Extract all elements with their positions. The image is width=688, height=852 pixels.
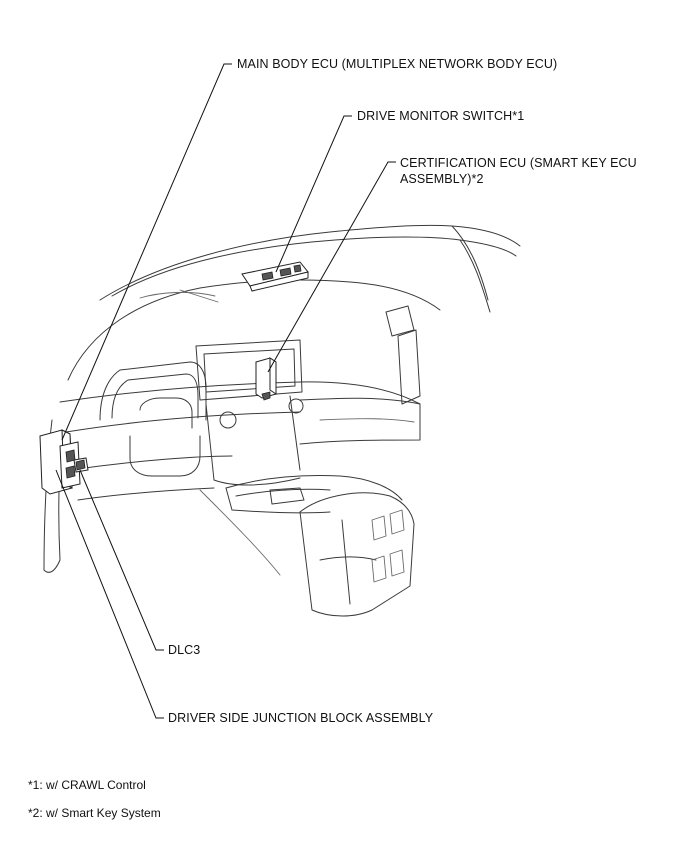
leader-lines (55, 63, 396, 719)
callout-certification-ecu-line1: CERTIFICATION ECU (SMART KEY ECU (400, 156, 637, 170)
drive-monitor-switch-part (241, 261, 309, 292)
certification-ecu-part (255, 357, 277, 401)
callout-driver-side-junction-block: DRIVER SIDE JUNCTION BLOCK ASSEMBLY (168, 711, 434, 725)
leader-certification-ecu (267, 161, 396, 373)
leader-main-body-ecu (61, 63, 232, 441)
leader-junction-block (55, 469, 164, 719)
callout-drive-monitor-switch: DRIVE MONITOR SWITCH*1 (357, 109, 525, 123)
footnote-1: *1: w/ CRAWL Control (28, 778, 146, 792)
leader-drive-monitor-switch (275, 115, 352, 273)
callout-dlc3: DLC3 (168, 643, 201, 657)
junction-block-part (39, 429, 89, 495)
callout-certification-ecu-line2: ASSEMBLY)*2 (400, 172, 484, 186)
leader-dlc3 (79, 469, 164, 651)
footnote-2: *2: w/ Smart Key System (28, 806, 161, 820)
callout-main-body-ecu: MAIN BODY ECU (MULTIPLEX NETWORK BODY EC… (237, 57, 558, 71)
